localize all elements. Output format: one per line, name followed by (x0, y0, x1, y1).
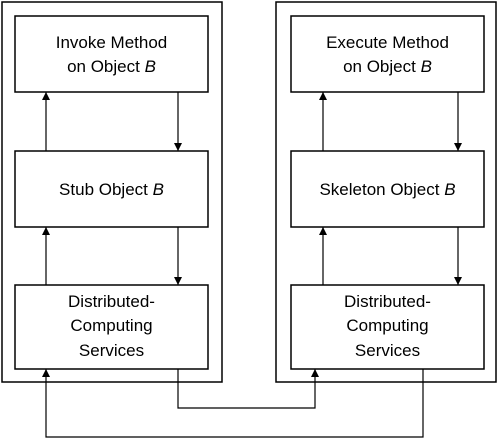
server-services-line3: Services (355, 341, 420, 360)
invoke-on-object-label: on Object B (67, 57, 156, 76)
skeleton-object-label: Skeleton Object B (319, 180, 455, 199)
response-connector (42, 369, 424, 438)
client-services-line3: Services (79, 341, 144, 360)
execute-on-object-label: on Object B (343, 57, 432, 76)
client-services-line2: Computing (70, 316, 152, 335)
server-services-line2: Computing (346, 316, 428, 335)
client-services-box (14, 284, 209, 370)
invoke-method-label: Invoke Method (56, 33, 168, 52)
client-services-line1: Distributed- (68, 292, 155, 311)
server-services-line1: Distributed- (344, 292, 431, 311)
server-services-box (290, 284, 485, 370)
execute-method-box (290, 15, 485, 93)
stub-object-box (14, 150, 209, 228)
skeleton-object-box (290, 150, 485, 228)
stub-object-label: Stub Object B (59, 180, 164, 199)
request-connector (177, 369, 319, 409)
execute-method-label: Execute Method (326, 33, 449, 52)
invoke-method-box (14, 15, 209, 93)
